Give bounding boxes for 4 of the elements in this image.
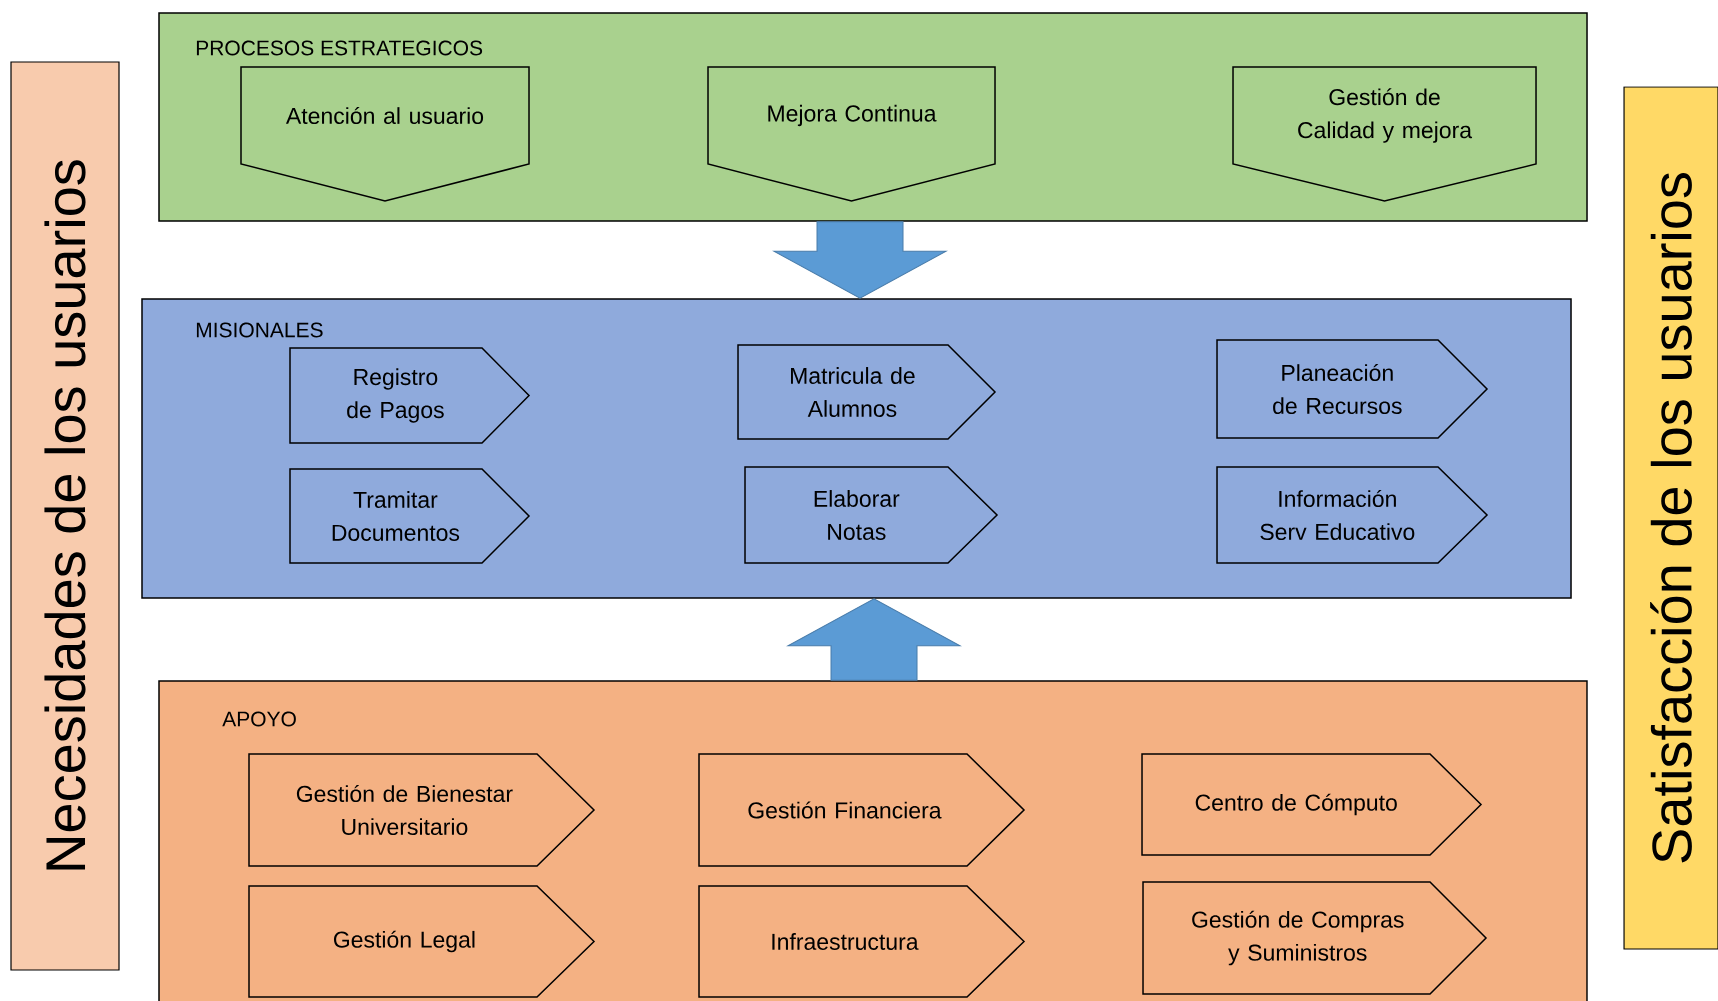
block-arrow <box>787 598 961 681</box>
side-band: Necesidades de los usuarios <box>10 61 120 971</box>
block-arrow <box>773 221 947 299</box>
side-band: Satisfacción de los usuarios <box>1623 86 1718 950</box>
